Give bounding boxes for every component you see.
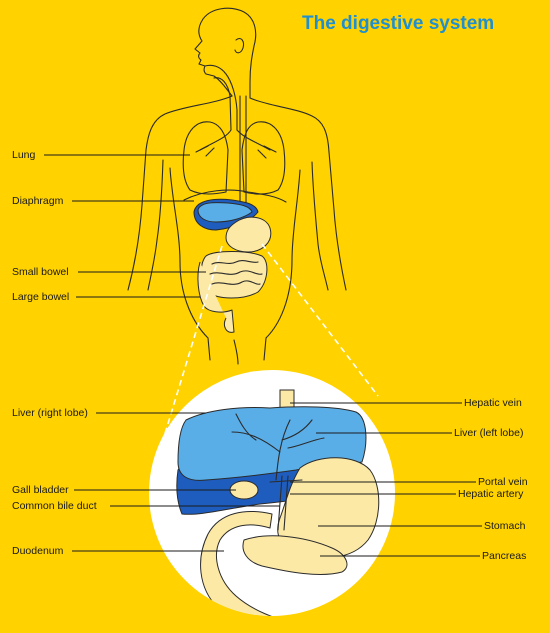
torso-large-bowel xyxy=(197,261,235,333)
zoom-lines xyxy=(159,243,379,451)
airway xyxy=(195,64,277,211)
labels: Lung Diaphragm Small bowel Large bowel L… xyxy=(12,149,528,562)
label-small-bowel: Small bowel xyxy=(12,266,69,278)
torso-liver-light xyxy=(197,202,253,223)
label-duodenum: Duodenum xyxy=(12,545,64,557)
left-shoulder-arm xyxy=(127,95,233,291)
label-diaphragm: Diaphragm xyxy=(12,195,64,207)
body-outline xyxy=(127,7,347,365)
label-lung: Lung xyxy=(12,149,36,161)
label-gall-bladder: Gall bladder xyxy=(12,484,69,496)
head-outline xyxy=(194,7,257,99)
navel xyxy=(233,339,239,365)
label-portal-vein: Portal vein xyxy=(478,476,528,488)
right-shoulder-arm xyxy=(249,97,347,291)
ear xyxy=(234,38,245,54)
liver-vessels xyxy=(231,413,325,481)
portal-vein-line xyxy=(269,479,303,483)
leader-lines xyxy=(44,154,482,557)
common-bile-duct xyxy=(277,475,289,531)
label-hepatic-vein: Hepatic vein xyxy=(464,397,522,409)
left-lung xyxy=(182,121,229,195)
label-hepatic-artery: Hepatic artery xyxy=(458,488,524,500)
left-inner-arm xyxy=(147,159,164,291)
label-stomach: Stomach xyxy=(484,520,526,532)
duodenum xyxy=(200,511,301,616)
label-large-bowel: Large bowel xyxy=(12,291,69,303)
diaphragm-line xyxy=(183,189,287,203)
torso-right-side xyxy=(263,169,301,361)
stomach xyxy=(277,457,380,559)
right-inner-arm xyxy=(311,161,329,291)
torso-organs xyxy=(193,198,272,333)
page-title: The digestive system xyxy=(302,13,494,34)
zoom-detail xyxy=(149,370,395,616)
label-common-bile-duct: Common bile duct xyxy=(12,500,97,512)
label-liver-left: Liver (left lobe) xyxy=(454,427,523,439)
right-lung xyxy=(241,121,286,195)
label-pancreas: Pancreas xyxy=(482,550,526,562)
label-liver-right: Liver (right lobe) xyxy=(12,407,88,419)
pancreas xyxy=(242,535,348,575)
